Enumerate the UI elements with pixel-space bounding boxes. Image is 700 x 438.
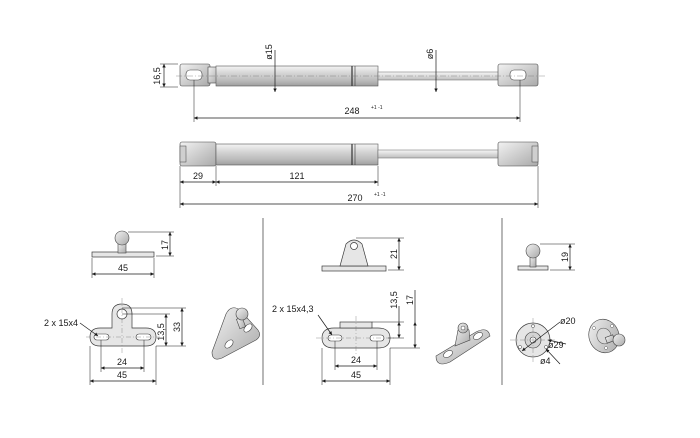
- bracket-a-height: 17: [160, 240, 170, 250]
- bracket-b-side-plate: [321, 265, 387, 272]
- bracket-b: 21 2 x 15x4,3 13,5 17 24 45: [272, 237, 491, 385]
- bracket-a-width: 45: [118, 263, 128, 273]
- dim-length-248-tol: +1 -1: [371, 105, 383, 111]
- piston-rod-2: [377, 149, 501, 159]
- bracket-b-width: 45: [351, 370, 361, 380]
- bracket-a-h1: 13,5: [156, 323, 166, 341]
- bracket-a-hole-spacing: 24: [117, 357, 127, 367]
- dim-body-121: 121: [289, 171, 304, 181]
- bracket-c-height: 19: [560, 252, 570, 262]
- dim-length-270-tol: +1 -1: [374, 192, 386, 198]
- top-gas-spring: 16,5 ø15 ø6 248 +1 -1: [152, 44, 545, 122]
- bracket-a-holes: 2 x 15x4: [44, 318, 78, 328]
- bracket-a-ball: [114, 230, 130, 246]
- dim-body-diameter: ø15: [264, 44, 274, 60]
- bracket-b-h2: 17: [405, 295, 415, 305]
- bracket-b-isometric: [435, 322, 491, 365]
- bracket-a-h2: 33: [172, 322, 182, 332]
- bracket-b-height: 21: [389, 249, 399, 259]
- bracket-c-d29: ø29: [548, 340, 564, 350]
- cylinder-body-2: [215, 143, 379, 166]
- bracket-c-isometric: [588, 318, 626, 354]
- bracket-c-d4: ø4: [540, 356, 551, 366]
- bracket-c-d20: ø20: [560, 316, 576, 326]
- dim-end-29: 29: [193, 171, 203, 181]
- bracket-a: 17 45 2 x 15x4 24 45 13,5 33: [44, 230, 260, 385]
- bracket-b-holes: 2 x 15x4,3: [272, 304, 314, 314]
- dim-height-top: 16,5: [152, 67, 162, 85]
- dim-rod-diameter: ø6: [425, 49, 435, 60]
- bracket-a-isometric: [211, 307, 260, 360]
- bracket-b-hole-spacing: 24: [351, 355, 361, 365]
- bracket-b-h1: 13,5: [389, 291, 399, 309]
- bracket-c-ball: [525, 243, 541, 259]
- dim-length-270: 270: [347, 193, 362, 203]
- dim-length-248: 248: [344, 106, 359, 116]
- bracket-c: 19 ø20 ø29 ø4: [510, 243, 626, 366]
- bottom-gas-spring: 29 121 270 +1 -1: [179, 141, 539, 208]
- bracket-a-width-2: 45: [117, 370, 127, 380]
